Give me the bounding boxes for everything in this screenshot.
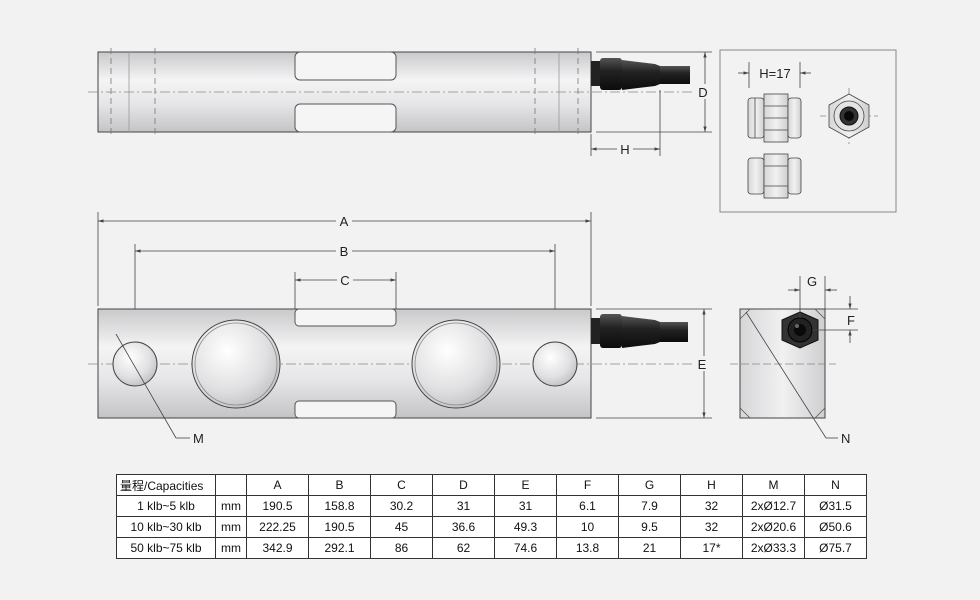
table-header-cell: F	[556, 474, 619, 496]
table-cell: 190.5	[246, 495, 309, 517]
table-cell: 158.8	[308, 495, 371, 517]
mounting-hole-left	[112, 341, 158, 387]
end-view: G F N	[730, 274, 858, 446]
table-header-row: 量程/Capacities A B C D E F G H M N	[116, 474, 867, 496]
table-cell: 190.5	[308, 516, 371, 538]
table-header-cell: B	[308, 474, 371, 496]
table-header-cell: C	[370, 474, 433, 496]
table-cell: 7.9	[618, 495, 681, 517]
table-header-cell: G	[618, 474, 681, 496]
table-cell: 74.6	[494, 537, 557, 559]
table-cell: Ø50.6	[804, 516, 867, 538]
dim-label-h: H	[620, 142, 629, 157]
table-header-cell: H	[680, 474, 743, 496]
table-cell: 36.6	[432, 516, 495, 538]
cable-gland-side-alt	[747, 153, 802, 199]
front-view-slot-upper	[294, 308, 397, 327]
dim-label-c: C	[340, 273, 349, 288]
table-cell: mm	[215, 537, 247, 559]
mounting-hole-right	[532, 341, 578, 387]
table-cell: 86	[370, 537, 433, 559]
table-cell: 30.2	[370, 495, 433, 517]
table-cell: 9.5	[618, 516, 681, 538]
table-cell: 32	[680, 516, 743, 538]
dim-label-g: G	[807, 274, 817, 289]
table-cell: mm	[215, 516, 247, 538]
table-cell: 1 klb~5 klb	[116, 495, 216, 517]
table-header-cell: N	[804, 474, 867, 496]
table-cell: 342.9	[246, 537, 309, 559]
table-cell: 222.25	[246, 516, 309, 538]
table-row: 1 klb~5 klb mm 190.5 158.8 30.2 31 31 6.…	[116, 495, 867, 517]
table-cell: 10 klb~30 klb	[116, 516, 216, 538]
table-cell: 6.1	[556, 495, 619, 517]
front-view: A B C M	[88, 212, 712, 446]
table-cell: 10	[556, 516, 619, 538]
table-cell: 2xØ33.3	[742, 537, 805, 559]
dim-label-m: M	[193, 431, 204, 446]
table-cell: 2xØ20.6	[742, 516, 805, 538]
top-view: D H	[88, 48, 713, 157]
table-cell: 49.3	[494, 516, 557, 538]
table-row: 10 klb~30 klb mm 222.25 190.5 45 36.6 49…	[116, 516, 867, 538]
dim-label-a: A	[340, 214, 349, 229]
strain-disc-left	[191, 319, 281, 409]
connector-detail: H=17	[719, 49, 897, 213]
dim-label-f: F	[847, 313, 855, 328]
table-cell: 31	[494, 495, 557, 517]
table-cell: mm	[215, 495, 247, 517]
table-header-cell: D	[432, 474, 495, 496]
dim-label-d: D	[698, 85, 707, 100]
table-header-cell: M	[742, 474, 805, 496]
table-header-cell: 量程/Capacities	[116, 474, 216, 496]
table-header-cell: A	[246, 474, 309, 496]
table-cell: Ø31.5	[804, 495, 867, 517]
front-view-connector	[591, 314, 688, 348]
table-cell: 292.1	[308, 537, 371, 559]
strain-disc-right	[411, 319, 501, 409]
table-cell: 50 klb~75 klb	[116, 537, 216, 559]
table-cell: 62	[432, 537, 495, 559]
dim-label-n: N	[841, 431, 850, 446]
table-cell: 13.8	[556, 537, 619, 559]
dim-label-h17: H=17	[759, 66, 790, 81]
table-header-cell	[215, 474, 247, 496]
dim-label-e: E	[698, 357, 707, 372]
table-cell: 17*	[680, 537, 743, 559]
table-row: 50 klb~75 klb mm 342.9 292.1 86 62 74.6 …	[116, 537, 867, 559]
table-cell: 31	[432, 495, 495, 517]
top-view-slot-lower	[294, 103, 397, 133]
top-view-connector	[591, 58, 690, 90]
dim-label-b: B	[340, 244, 349, 259]
dimension-table: 量程/Capacities A B C D E F G H M N 1 klb~…	[116, 474, 867, 559]
front-view-slot-lower	[294, 400, 397, 419]
cable-gland-side	[747, 93, 802, 143]
table-cell: Ø75.7	[804, 537, 867, 559]
top-view-slot-upper	[294, 51, 397, 81]
front-view-body	[97, 308, 592, 419]
cable-gland-end	[820, 88, 878, 144]
table-cell: 32	[680, 495, 743, 517]
table-cell: 45	[370, 516, 433, 538]
table-cell: 2xØ12.7	[742, 495, 805, 517]
table-cell: 21	[618, 537, 681, 559]
table-header-cell: E	[494, 474, 557, 496]
